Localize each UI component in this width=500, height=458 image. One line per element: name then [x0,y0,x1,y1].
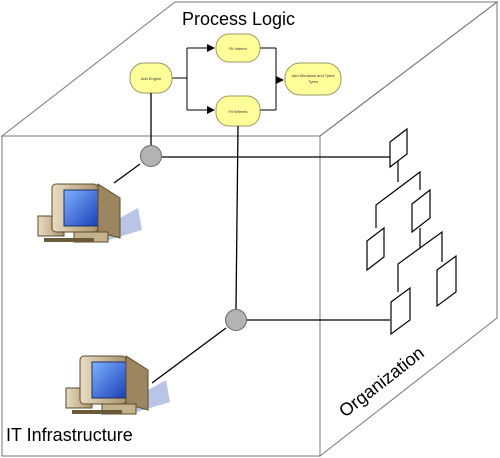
junction-bottom [225,309,247,331]
process-node-fit-interior: Fit Interior [215,33,261,63]
cube-side-face [319,0,498,458]
org-node-right [411,188,431,234]
process-flow: Add Engine Fit Interior Fit Wheels Add W… [129,33,342,127]
it-infrastructure-label: IT Infrastructure [6,425,133,445]
connection-lines [113,93,392,384]
org-node-right-left [390,286,411,336]
org-chart [366,127,457,336]
cube-front-face [1,135,321,457]
process-node-add-windows: Add Windows and Tyres Tyres [284,62,342,96]
org-node-left [366,226,385,272]
svg-text:Tyres: Tyres [308,79,318,84]
process-node-label: Add Engine [141,76,162,81]
process-node-fit-wheels: Fit Wheels [215,95,261,127]
process-node-label: Fit Wheels [229,109,248,114]
organization-label: Organization [335,343,428,422]
process-logic-label: Process Logic [182,9,295,29]
org-node-right-right [436,254,457,308]
computer-icon [65,355,170,415]
junction-top [140,145,162,167]
process-node-label: Add Windows and Tyres [291,73,334,78]
process-node-label: Fit Interior [229,46,248,51]
process-node-add-engine: Add Engine [129,62,173,94]
org-node-root [389,127,408,169]
computer-icon [37,183,142,243]
